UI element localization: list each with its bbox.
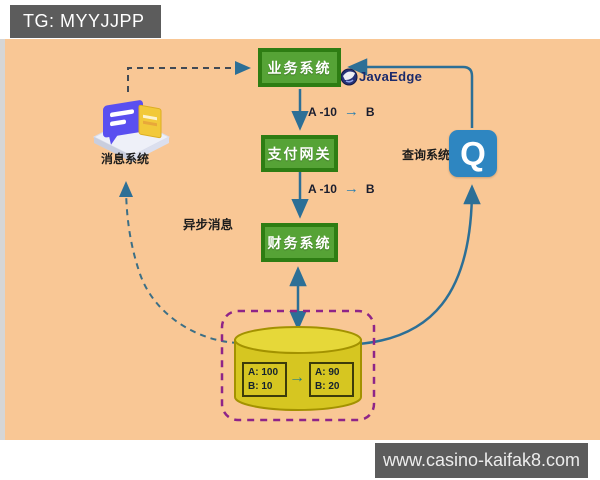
- transfer-2-from: A -10: [308, 181, 337, 196]
- left-edge-strip: [0, 39, 5, 440]
- transfer-label-2: A -10 → B: [308, 181, 375, 196]
- transfer-2-arrow-icon: →: [343, 180, 359, 197]
- message-system-label: 消息系统: [101, 152, 150, 166]
- node-business-label: 业务系统: [267, 59, 332, 76]
- db-before-a: A: 100: [248, 367, 279, 378]
- db-after-a: A: 90: [315, 367, 340, 378]
- query-system-label: 查询系统: [402, 148, 451, 162]
- node-finance-system: 财务系统: [261, 223, 338, 262]
- query-system-icon: Q: [449, 130, 497, 177]
- watermark-bottom-text: www.casino-kaifak8.com: [382, 450, 581, 470]
- db-before-b: B: 10: [248, 381, 273, 392]
- transfer-1-to: B: [365, 104, 375, 119]
- transfer-1-from: A -10: [308, 104, 337, 119]
- db-after-b: B: 20: [315, 381, 340, 392]
- db-state-before: A: 100 B: 10: [242, 362, 287, 397]
- node-payment-gateway: 支付网关: [261, 135, 338, 172]
- db-state-after: A: 90 B: 20: [309, 362, 354, 397]
- node-finance-label: 财务系统: [267, 234, 332, 251]
- transfer-2-to: B: [365, 181, 375, 196]
- async-message-label: 异步消息: [183, 218, 234, 232]
- transfer-1-arrow-icon: →: [343, 103, 359, 120]
- watermark-top-left: TG: MYYJJPP: [10, 5, 161, 38]
- db-state-arrow-icon: →: [289, 369, 305, 386]
- node-business-system: 业务系统: [258, 48, 341, 87]
- watermark-bottom-right: www.casino-kaifak8.com: [375, 443, 588, 478]
- javaedge-brand-text: JavaEdge: [359, 69, 423, 84]
- query-q-letter: Q: [460, 134, 486, 172]
- watermark-top-text: TG: MYYJJPP: [23, 11, 145, 31]
- node-payment-label: 支付网关: [267, 145, 332, 162]
- transfer-label-1: A -10 → B: [308, 104, 375, 119]
